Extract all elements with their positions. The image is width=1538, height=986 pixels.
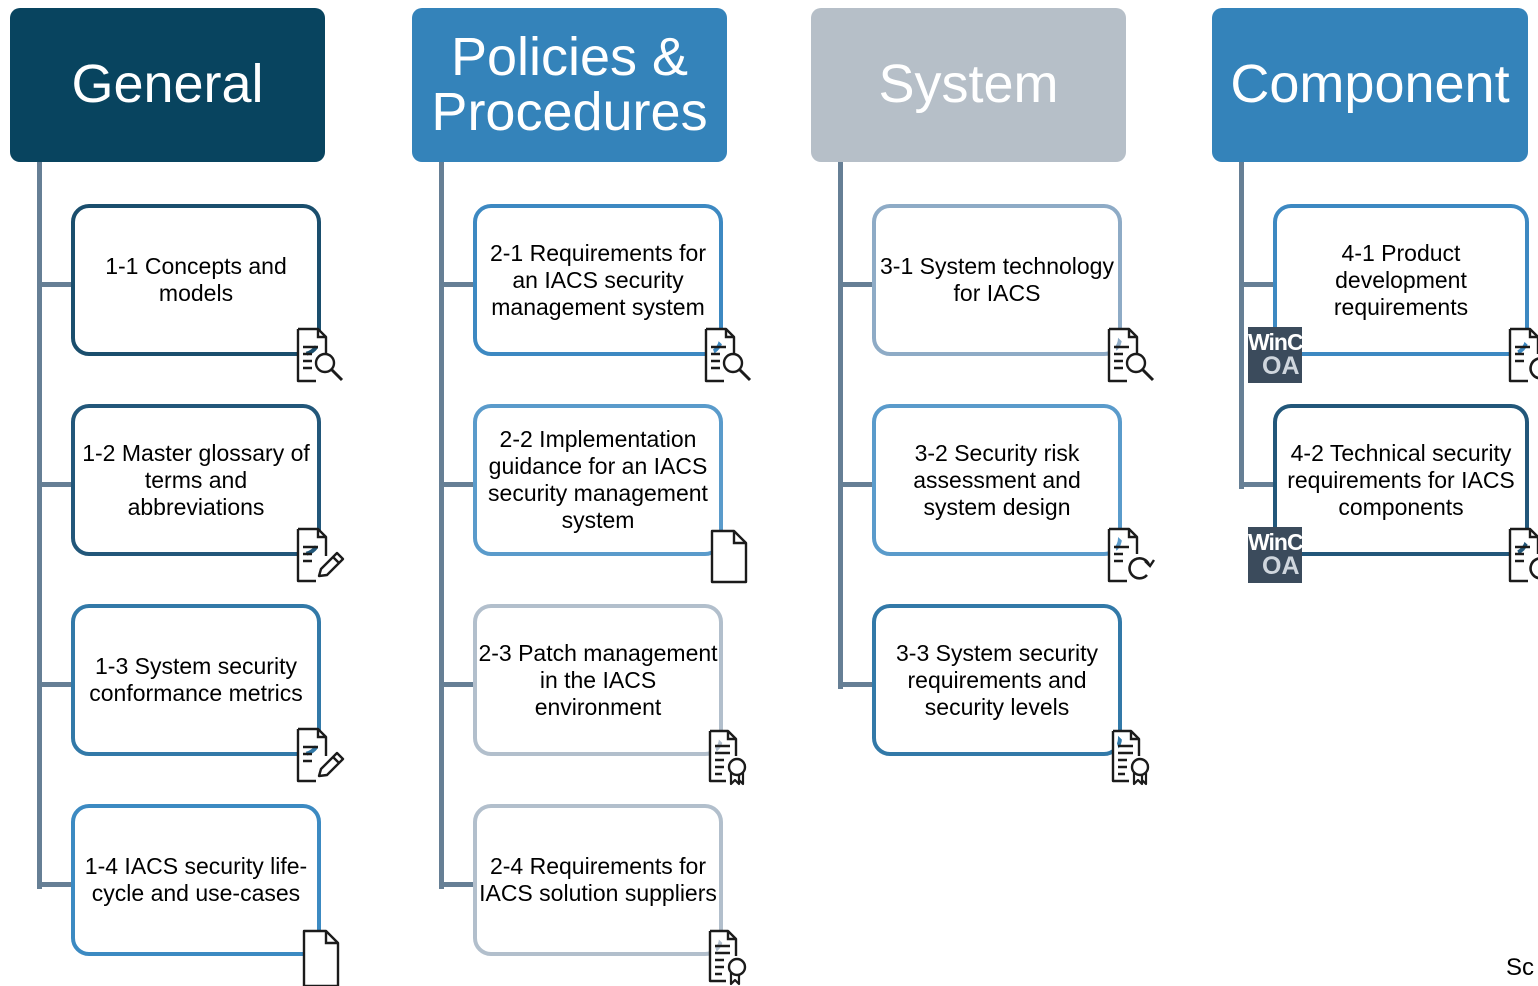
document-refresh-icon <box>1103 526 1161 584</box>
header-title: General <box>71 54 264 115</box>
connector-branch <box>439 482 475 487</box>
card-4-1[interactable]: 4-1 Product development requirements <box>1273 204 1529 356</box>
document-refresh-icon <box>1504 326 1538 384</box>
connector-branch <box>439 282 475 287</box>
source-text: Sc <box>1506 954 1535 981</box>
wincc-oa-logo: WinCC OA <box>1248 527 1302 583</box>
header-policies-procedures: Policies & Procedures <box>412 8 727 162</box>
column-general: General 1-1 Concepts and models 1-2 Mast… <box>0 0 345 986</box>
connector-branch <box>838 682 874 687</box>
connector-branch <box>439 882 475 887</box>
connector-trunk <box>37 162 42 889</box>
card-3-1[interactable]: 3-1 System technology for IACS <box>872 204 1122 356</box>
connector-branch <box>37 682 73 687</box>
card-2-4[interactable]: 2-4 Requirements for IACS solution suppl… <box>473 804 723 956</box>
connector-branch <box>439 682 475 687</box>
document-search-icon <box>292 326 350 384</box>
logo-text-bottom: OA <box>1262 552 1300 580</box>
card-1-4[interactable]: 1-4 IACS security life-cycle and use-cas… <box>71 804 321 956</box>
document-refresh-icon <box>1504 526 1538 584</box>
document-certificate-icon <box>1107 728 1165 786</box>
connector-branch <box>37 282 73 287</box>
connector-branch <box>1239 482 1275 487</box>
document-edit-icon <box>292 726 350 784</box>
card-2-3[interactable]: 2-3 Patch management in the IACS environ… <box>473 604 723 756</box>
connector-branch <box>838 482 874 487</box>
card-1-3[interactable]: 1-3 System security conformance metrics <box>71 604 321 756</box>
connector-branch <box>37 482 73 487</box>
logo-text-bottom: OA <box>1262 352 1300 380</box>
card-label: 4-2 Technical security requirements for … <box>1287 439 1515 520</box>
column-system: System 3-1 System technology for IACS 3-… <box>801 0 1155 983</box>
card-label: 3-1 System technology for IACS <box>880 253 1114 306</box>
logo-text-top: WinCC <box>1248 329 1302 355</box>
card-label: 2-4 Requirements for IACS solution suppl… <box>479 853 717 906</box>
connector-branch <box>37 882 73 887</box>
card-2-2[interactable]: 2-2 Implementation guidance for an IACS … <box>473 404 723 556</box>
document-search-icon <box>700 326 758 384</box>
card-label: 3-2 Security risk assessment and system … <box>913 439 1081 520</box>
card-label: 1-3 System security conformance metrics <box>89 653 303 706</box>
blank-document-icon <box>706 528 764 586</box>
document-edit-icon <box>292 526 350 584</box>
header-component: Component <box>1212 8 1528 162</box>
header-title: Policies & Procedures <box>431 26 708 142</box>
card-label: 1-1 Concepts and models <box>105 253 287 306</box>
card-label: 4-1 Product development requirements <box>1333 239 1469 320</box>
card-label: 3-3 System security requirements and sec… <box>896 639 1098 720</box>
connector-branch <box>838 282 874 287</box>
blank-document-icon <box>298 928 356 986</box>
card-label: 1-2 Master glossary of terms and abbrevi… <box>82 439 310 520</box>
header-title: System <box>878 54 1059 115</box>
connector-trunk <box>439 162 444 889</box>
connector-trunk <box>1239 162 1244 489</box>
column-component: Component 4-1 Product development requir… <box>1202 0 1538 983</box>
card-label: 2-3 Patch management in the IACS environ… <box>478 639 718 720</box>
card-3-3[interactable]: 3-3 System security requirements and sec… <box>872 604 1122 756</box>
header-general: General <box>10 8 325 162</box>
card-label: 1-4 IACS security life-cycle and use-cas… <box>84 853 308 906</box>
wincc-oa-logo: WinCC OA <box>1248 327 1302 383</box>
card-1-2[interactable]: 1-2 Master glossary of terms and abbrevi… <box>71 404 321 556</box>
connector-trunk <box>838 162 843 689</box>
header-title: Component <box>1230 54 1510 115</box>
document-search-icon <box>1103 326 1161 384</box>
document-certificate-icon <box>704 928 762 986</box>
logo-text-top: WinCC <box>1248 529 1302 555</box>
document-certificate-icon <box>704 728 762 786</box>
card-label: 2-1 Requirements for an IACS security ma… <box>489 239 707 320</box>
card-3-2[interactable]: 3-2 Security risk assessment and system … <box>872 404 1122 556</box>
card-1-1[interactable]: 1-1 Concepts and models <box>71 204 321 356</box>
column-policies-procedures: Policies & Procedures 2-1 Requirements f… <box>402 0 752 986</box>
card-4-2[interactable]: 4-2 Technical security requirements for … <box>1273 404 1529 556</box>
card-label: 2-2 Implementation guidance for an IACS … <box>488 426 708 533</box>
connector-branch <box>1239 282 1275 287</box>
card-2-1[interactable]: 2-1 Requirements for an IACS security ma… <box>473 204 723 356</box>
header-system: System <box>811 8 1126 162</box>
